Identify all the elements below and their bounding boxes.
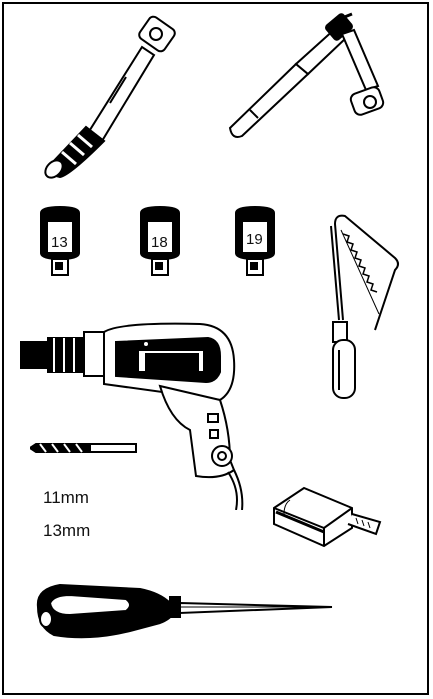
drill-bit-size-13mm: 13mm [43, 521, 91, 540]
socket-icon [140, 205, 180, 276]
tape-measure-icon [273, 486, 382, 548]
drill-bit-icon [30, 443, 137, 453]
page-border [2, 2, 429, 695]
awl-icon [36, 583, 333, 639]
socket-size-13: 13 [51, 234, 68, 251]
torque-wrench-icon [44, 15, 176, 179]
drill-bit-size-11mm: 11mm [43, 488, 89, 507]
ratchet-wrench-icon [228, 12, 385, 138]
power-drill-icon [20, 322, 244, 510]
hacksaw-icon [330, 214, 399, 399]
socket-size-18: 18 [151, 234, 168, 251]
socket-icon [235, 205, 275, 276]
socket-icon [40, 205, 80, 276]
socket-size-19: 19 [246, 231, 263, 248]
